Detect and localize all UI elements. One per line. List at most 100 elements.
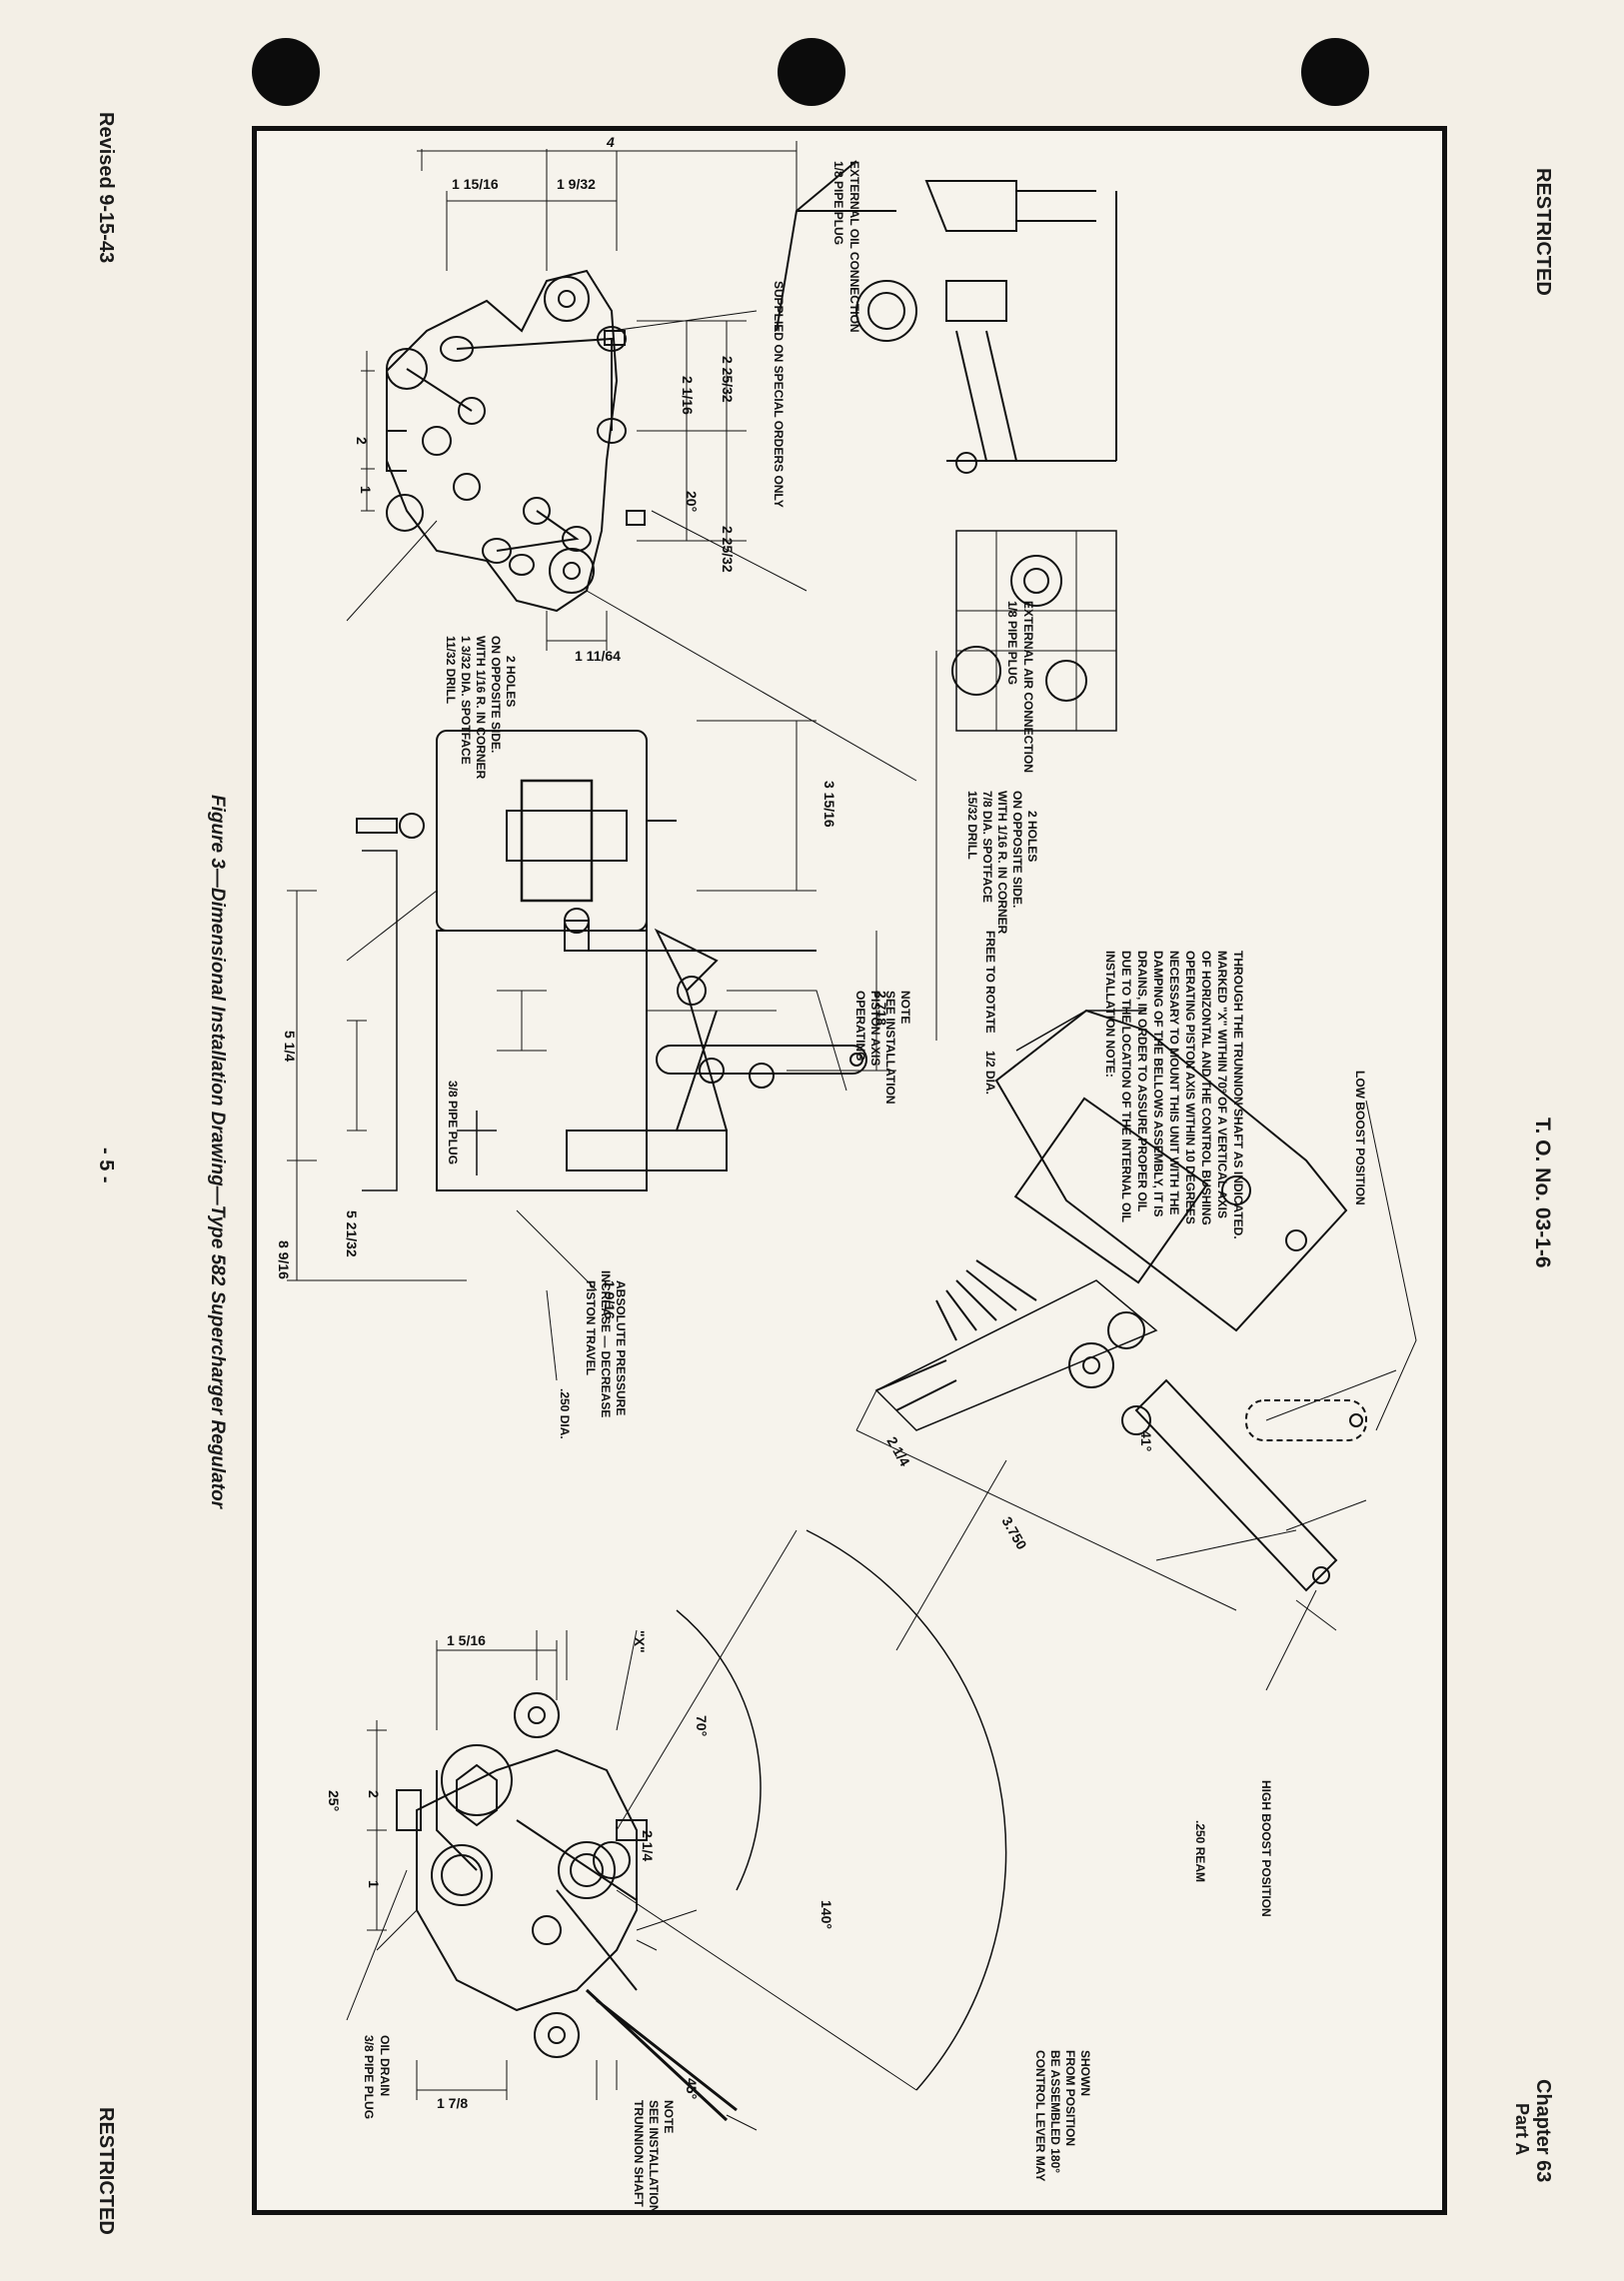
svg-text:THROUGH THE TRUNNION SHAFT AS: THROUGH THE TRUNNION SHAFT AS INDICATED. bbox=[1231, 951, 1245, 1239]
svg-text:1/8 PIPE PLUG: 1/8 PIPE PLUG bbox=[1005, 601, 1019, 685]
svg-text:SEE INSTALLATION: SEE INSTALLATION bbox=[647, 2100, 661, 2210]
svg-text:1 3/32 DIA. SPOTFACE: 1 3/32 DIA. SPOTFACE bbox=[459, 636, 473, 765]
svg-text:PISTON AXIS: PISTON AXIS bbox=[868, 991, 882, 1066]
dim-45-deg: 45° bbox=[684, 2078, 700, 2099]
dim-140-deg: 140° bbox=[818, 1900, 834, 1929]
part-label: Part A bbox=[1512, 2103, 1532, 2156]
svg-text:INSTALLATION NOTE:: INSTALLATION NOTE: bbox=[1103, 951, 1117, 1078]
svg-text:PISTON TRAVEL: PISTON TRAVEL bbox=[584, 1280, 598, 1375]
dim-2-25-32-a: 2 25/32 bbox=[720, 356, 736, 403]
dim-25-deg: 25° bbox=[326, 1790, 342, 1811]
dim-4: 4 bbox=[606, 134, 615, 150]
drawing-frame: 4 1 15/16 1 9/32 2 1 2 1/16 2 25/32 2 25… bbox=[252, 126, 1447, 2215]
top-view bbox=[346, 141, 937, 1041]
dim-3-750: 3.750 bbox=[998, 1514, 1029, 1553]
dim-1-5-16: 1 5/16 bbox=[447, 1632, 486, 1648]
dim-2-top: 2 bbox=[354, 437, 370, 445]
oil-connection-note: 1/8 PIPE PLUG EXTERNAL OIL CONNECTION bbox=[831, 161, 861, 333]
ream-250: .250 REAM bbox=[1193, 1820, 1207, 1882]
dim-1-9-16: 1 9/16 bbox=[602, 1280, 618, 1319]
to-number: T. O. No. 03-1-6 bbox=[1531, 1118, 1554, 1268]
punch-hole-right bbox=[1301, 38, 1369, 106]
drill-15-32-note: 15/32 DRILL 7/8 DIA. SPOTFACE WITH 1/16 … bbox=[965, 791, 1039, 935]
dim-2-bottom: 2 bbox=[366, 1790, 382, 1798]
dim-5-1-4: 5 1/4 bbox=[282, 1031, 298, 1062]
svg-text:OPERATING PISTON AXIS WITHIN 1: OPERATING PISTON AXIS WITHIN 10 DEGREES bbox=[1183, 951, 1197, 1224]
svg-text:ABSOLUTE PRESSURE: ABSOLUTE PRESSURE bbox=[614, 1280, 628, 1415]
dim-x-marker: "X" bbox=[632, 1630, 648, 1653]
special-orders-note: SUPPLIED ON SPECIAL ORDERS ONLY bbox=[772, 281, 786, 508]
svg-text:EXTERNAL OIL CONNECTION: EXTERNAL OIL CONNECTION bbox=[847, 161, 861, 333]
revised-date: Revised 9-15-43 bbox=[95, 112, 117, 264]
high-boost-label: HIGH BOOST POSITION bbox=[1259, 1780, 1273, 1917]
svg-text:DUE TO THE LOCATION OF THE INT: DUE TO THE LOCATION OF THE INTERNAL OIL bbox=[1119, 951, 1133, 1222]
punch-hole-left bbox=[252, 38, 320, 106]
svg-text:SHOWN: SHOWN bbox=[1078, 2050, 1092, 2096]
svg-text:ON OPPOSITE SIDE.: ON OPPOSITE SIDE. bbox=[489, 636, 503, 753]
svg-text:OPERATING: OPERATING bbox=[853, 991, 867, 1061]
svg-text:OF HORIZONTAL AND THE CONTROL: OF HORIZONTAL AND THE CONTROL BUSHING bbox=[1199, 951, 1213, 1225]
bottom-view bbox=[346, 1529, 1007, 2131]
chapter-label: Chapter 63 bbox=[1532, 2079, 1554, 2183]
installation-note: INSTALLATION NOTE: DUE TO THE LOCATION O… bbox=[1103, 951, 1245, 1239]
svg-text:SEE INSTALLATION: SEE INSTALLATION bbox=[883, 991, 897, 1105]
svg-text:WITH 1/16 R. IN CORNER: WITH 1/16 R. IN CORNER bbox=[474, 636, 488, 780]
svg-text:ON OPPOSITE SIDE.: ON OPPOSITE SIDE. bbox=[1010, 791, 1024, 908]
svg-text:TRUNNION SHAFT: TRUNNION SHAFT bbox=[632, 2100, 646, 2207]
svg-text:BE ASSEMBLED 180°: BE ASSEMBLED 180° bbox=[1048, 2050, 1062, 2173]
svg-text:DRAINS, IN ORDER TO ASSURE PRO: DRAINS, IN ORDER TO ASSURE PROPER OIL bbox=[1135, 951, 1149, 1211]
half-dia: 1/2 DIA. bbox=[983, 1051, 997, 1095]
restricted-bottom: RESTRICTED bbox=[95, 2107, 117, 2235]
dim-8-9-16: 8 9/16 bbox=[276, 1240, 292, 1279]
figure-caption: Figure 3—Dimensional Installation Drawin… bbox=[207, 795, 228, 1509]
oil-drain-note: 3/8 PIPE PLUG OIL DRAIN bbox=[362, 2035, 392, 2119]
svg-text:15/32 DRILL: 15/32 DRILL bbox=[965, 791, 979, 860]
air-connection-note: 1/8 PIPE PLUG EXTERNAL AIR CONNECTION bbox=[1005, 601, 1035, 773]
svg-text:WITH 1/16 R. IN CORNER: WITH 1/16 R. IN CORNER bbox=[995, 791, 1009, 935]
page-number: - 5 - bbox=[95, 1147, 117, 1183]
side-view bbox=[287, 720, 896, 1381]
dim-5-21-32: 5 21/32 bbox=[344, 1210, 360, 1257]
svg-text:INCREASE — DECREASE: INCREASE — DECREASE bbox=[599, 1270, 613, 1417]
dim-2-1-4-lever: 2 1/4 bbox=[883, 1434, 913, 1469]
control-lever-view bbox=[855, 1009, 1417, 1691]
control-lever-note: CONTROL LEVER MAY BE ASSEMBLED 180° FROM… bbox=[1033, 2050, 1092, 2181]
svg-text:OIL DRAIN: OIL DRAIN bbox=[378, 2035, 392, 2096]
dim-1-11-64: 1 11/64 bbox=[575, 648, 621, 664]
svg-text:2 HOLES: 2 HOLES bbox=[1025, 811, 1039, 862]
dim-3-15-16: 3 15/16 bbox=[821, 781, 837, 828]
dia-250: .250 DIA. bbox=[558, 1388, 572, 1439]
trunnion-shaft-note: TRUNNION SHAFT SEE INSTALLATION NOTE bbox=[632, 2100, 676, 2214]
dim-41-deg: 41° bbox=[1138, 1430, 1154, 1451]
special-order-detail bbox=[855, 180, 1117, 732]
installation-drawing: 4 1 15/16 1 9/32 2 1 2 1/16 2 25/32 2 25… bbox=[276, 134, 1417, 2214]
svg-text:DAMPING OF THE BELLOWS ASSEMBL: DAMPING OF THE BELLOWS ASSEMBLY, IT IS bbox=[1151, 951, 1165, 1216]
svg-text:3/8 PIPE PLUG: 3/8 PIPE PLUG bbox=[362, 2035, 376, 2119]
svg-text:2 HOLES: 2 HOLES bbox=[504, 656, 518, 707]
svg-text:FROM POSITION: FROM POSITION bbox=[1063, 2050, 1077, 2146]
operating-piston-note: OPERATING PISTON AXIS SEE INSTALLATION N… bbox=[853, 991, 912, 1105]
svg-text:NOTE: NOTE bbox=[898, 991, 912, 1024]
svg-text:EXTERNAL AIR CONNECTION: EXTERNAL AIR CONNECTION bbox=[1021, 601, 1035, 773]
dim-2-25-32-b: 2 25/32 bbox=[720, 526, 736, 573]
svg-text:MARKED "X" WITHIN 70° OF A VER: MARKED "X" WITHIN 70° OF A VERTICAL AXIS bbox=[1215, 951, 1229, 1218]
svg-text:NECESSARY TO MOUNT THIS UNIT W: NECESSARY TO MOUNT THIS UNIT WITH THE bbox=[1167, 951, 1181, 1214]
svg-text:11/32 DRILL: 11/32 DRILL bbox=[444, 636, 458, 704]
svg-text:7/8 DIA. SPOTFACE: 7/8 DIA. SPOTFACE bbox=[980, 791, 994, 903]
svg-text:NOTE: NOTE bbox=[662, 2100, 676, 2133]
free-to-rotate: FREE TO ROTATE bbox=[983, 931, 997, 1034]
pipe-plug-3-8: 3/8 PIPE PLUG bbox=[446, 1081, 460, 1164]
dim-1-bottom: 1 bbox=[366, 1880, 382, 1888]
dim-20-deg: 20° bbox=[684, 491, 700, 512]
dim-2-1-4-bottom: 2 1/4 bbox=[640, 1830, 656, 1861]
dim-1-15-16: 1 15/16 bbox=[452, 176, 499, 192]
dim-2-718: 2.718 bbox=[873, 991, 889, 1026]
punch-hole-center bbox=[778, 38, 845, 106]
svg-text:1/8 PIPE PLUG: 1/8 PIPE PLUG bbox=[831, 161, 845, 245]
drill-11-32-note: 11/32 DRILL 1 3/32 DIA. SPOTFACE WITH 1/… bbox=[444, 636, 518, 780]
dim-2-1-16: 2 1/16 bbox=[680, 376, 696, 415]
low-boost-label: LOW BOOST POSITION bbox=[1353, 1071, 1367, 1205]
restricted-top: RESTRICTED bbox=[1532, 168, 1554, 296]
dim-1-top: 1 bbox=[358, 486, 374, 494]
dim-70-deg: 70° bbox=[694, 1715, 710, 1736]
